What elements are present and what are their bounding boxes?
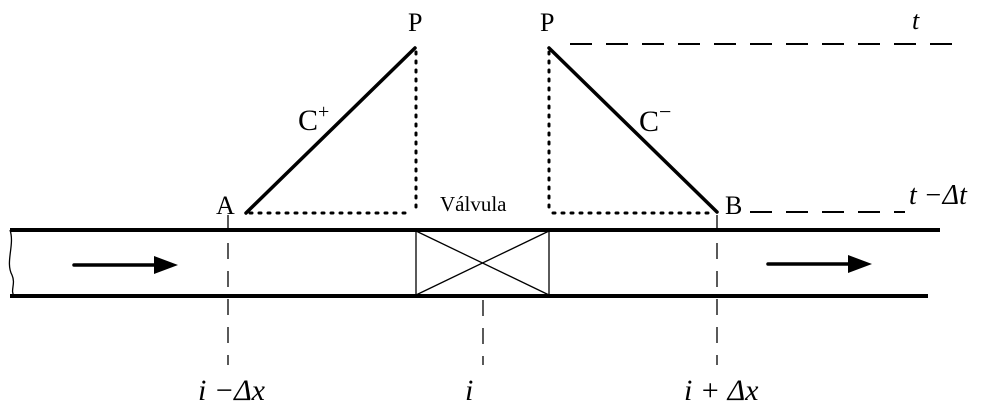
valve-cross-2 [415, 230, 550, 296]
flow-arrow-left [72, 256, 178, 274]
label-i-plus-dx: i + Δx [684, 374, 759, 407]
c-minus-line [547, 46, 719, 214]
label-c-plus: C+ [298, 101, 329, 137]
label-b: B [725, 191, 742, 220]
label-i-minus-dx: i −Δx [198, 374, 266, 407]
label-p-left: P [408, 8, 422, 37]
valve-box [415, 230, 550, 296]
label-p-right: P [540, 8, 554, 37]
label-c-minus: C− [639, 99, 671, 138]
c-plus-line [244, 46, 417, 215]
label-i: i [465, 374, 473, 407]
valve [415, 230, 550, 296]
label-valve: Válvula [440, 192, 507, 216]
label-a: A [216, 191, 235, 220]
pipe-left-break [8, 229, 15, 297]
label-t: t [912, 6, 920, 35]
label-t-minus-dt: t −Δt [909, 180, 968, 211]
flow-arrow-right [766, 255, 872, 273]
pipe [8, 228, 940, 298]
